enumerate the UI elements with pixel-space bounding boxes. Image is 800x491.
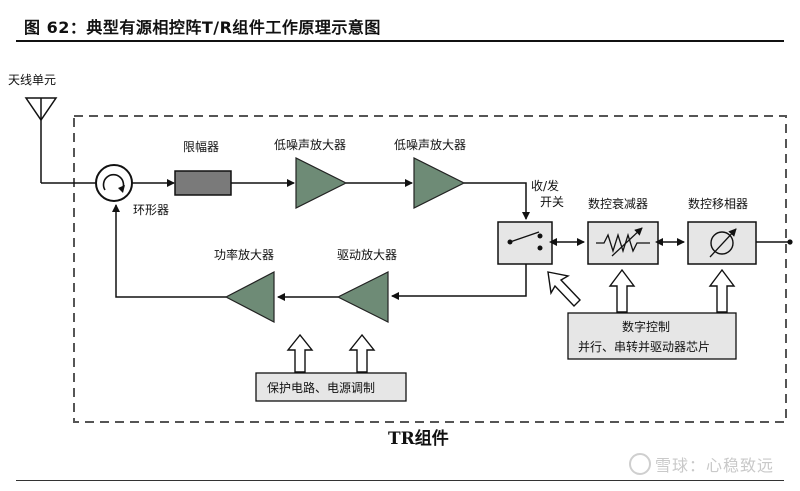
digital-phase-shifter (687, 221, 757, 265)
lna2-amplifier (413, 157, 466, 209)
antenna-icon (24, 97, 58, 183)
switch-label-line1: 收/发 (531, 178, 559, 193)
driver-label: 驱动放大器 (337, 247, 397, 262)
limiter-label: 限幅器 (183, 139, 219, 154)
attenuator-label: 数控衰减器 (588, 196, 648, 211)
tr-switch (497, 221, 553, 265)
pa-label: 功率放大器 (214, 247, 274, 262)
limiter-block (174, 170, 232, 196)
protect-label: 保护电路、电源调制 (267, 380, 375, 395)
control-arrow-phase (708, 268, 736, 313)
watermark: 雪球：心稳致远 (628, 452, 774, 476)
protect-box (255, 372, 407, 402)
figure-header: 图 62：典型有源相控阵T/R组件工作原理示意图 (16, 6, 784, 42)
circulator-icon (95, 164, 133, 202)
control-box (567, 312, 737, 360)
digital-attenuator (587, 221, 659, 265)
circulator-label: 环形器 (133, 203, 169, 217)
footer-divider (16, 480, 784, 481)
control-arrow-attenuator (608, 268, 636, 313)
lna1-amplifier (295, 157, 348, 209)
figure-title: 图 62：典型有源相控阵T/R组件工作原理示意图 (24, 18, 381, 37)
protect-arrow-driver (348, 333, 376, 373)
module-boundary (73, 115, 787, 423)
switch-label-line2: 开关 (540, 195, 564, 209)
control-label-line1: 数字控制 (622, 319, 670, 334)
module-label: TR组件 (388, 428, 449, 449)
power-amplifier (224, 271, 275, 323)
snowball-logo-icon (628, 453, 651, 475)
protect-arrow-pa (286, 333, 314, 373)
antenna-label: 天线单元 (8, 73, 56, 87)
control-label-line2: 并行、串转并驱动器芯片 (578, 339, 710, 354)
lna1-label: 低噪声放大器 (274, 137, 346, 152)
control-arrow-switch (547, 271, 581, 308)
phase-shifter-label: 数控移相器 (688, 196, 748, 211)
watermark-text: 雪球：心稳致远 (654, 456, 774, 475)
output-port (787, 239, 793, 245)
lna2-label: 低噪声放大器 (394, 137, 466, 152)
driver-amplifier (336, 271, 389, 323)
